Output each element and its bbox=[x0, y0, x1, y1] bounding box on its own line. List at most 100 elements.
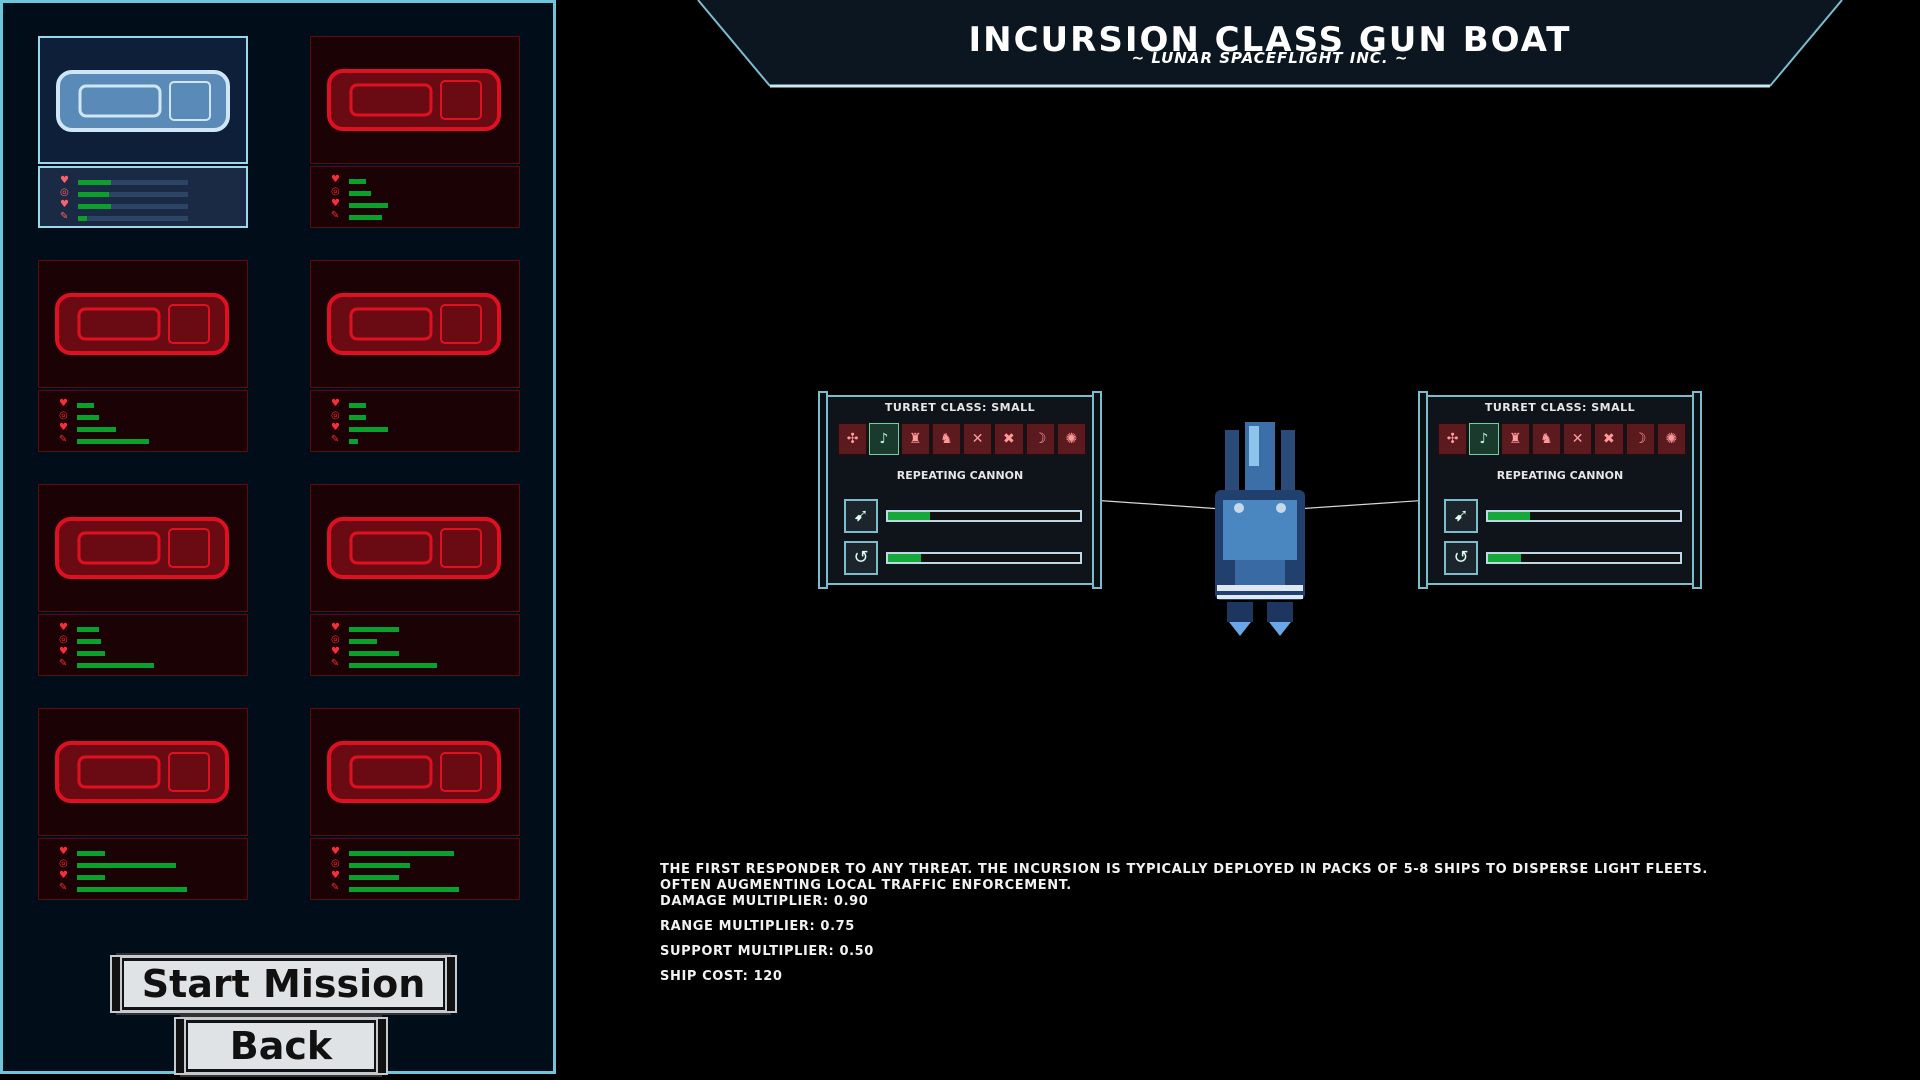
weapon-slot-row: ✣♪♜♞✕✖☽✺ bbox=[1438, 423, 1686, 455]
weapon-slot-4-icon[interactable]: ♞ bbox=[1531, 423, 1561, 455]
ship-card-stats: ♥◎♥✎ bbox=[38, 166, 248, 228]
weapon-slot-4-icon[interactable]: ♞ bbox=[931, 423, 961, 455]
ship-card-1[interactable]: ♥◎♥✎ bbox=[38, 36, 248, 228]
ship-header: INCURSION CLASS GUN BOAT ~ LUNAR SPACEFL… bbox=[700, 0, 1840, 90]
range-multiplier: RANGE MULTIPLIER: 0.75 bbox=[660, 919, 855, 934]
stat-track bbox=[78, 216, 188, 221]
stat-bar bbox=[349, 627, 399, 632]
ship-title: INCURSION CLASS GUN BOAT bbox=[968, 20, 1572, 60]
panel-edge-right bbox=[1692, 391, 1702, 589]
ship-silhouette bbox=[56, 70, 230, 132]
weapon-slot-7-icon[interactable]: ☽ bbox=[1025, 423, 1055, 455]
arrow-icon: ➹ bbox=[844, 499, 878, 533]
stat-bar bbox=[77, 851, 105, 856]
wrench-icon: ✎ bbox=[331, 658, 340, 669]
shield-icon: ◎ bbox=[59, 410, 68, 421]
ship-card-4[interactable]: ♥◎♥✎ bbox=[310, 260, 520, 452]
stat-track bbox=[78, 192, 188, 197]
ship-card-stats: ♥◎♥✎ bbox=[310, 614, 520, 676]
ship-card-3[interactable]: ♥◎♥✎ bbox=[38, 260, 248, 452]
heart-icon: ♥ bbox=[331, 646, 340, 657]
turret-stat-bar bbox=[886, 510, 1082, 522]
weapon-slot-5-icon[interactable]: ✕ bbox=[963, 423, 993, 455]
ship-silhouette bbox=[327, 69, 501, 131]
stat-bar bbox=[77, 403, 94, 408]
stat-track bbox=[78, 204, 188, 209]
panel-edge-left bbox=[818, 391, 828, 589]
panel-edge-right bbox=[1092, 391, 1102, 589]
health-icon: ♥ bbox=[331, 174, 340, 185]
weapon-slot-3-icon[interactable]: ♜ bbox=[1500, 423, 1530, 455]
stat-bar bbox=[77, 427, 116, 432]
ship-silhouette bbox=[55, 741, 229, 803]
weapon-slot-2-icon[interactable]: ♪ bbox=[869, 423, 899, 455]
weapon-slot-3-icon[interactable]: ♜ bbox=[900, 423, 930, 455]
ship-silhouette bbox=[55, 293, 229, 355]
wrench-icon: ✎ bbox=[59, 658, 68, 669]
ship-selection-panel: ♥◎♥✎♥◎♥✎♥◎♥✎♥◎♥✎♥◎♥✎♥◎♥✎♥◎♥✎♥◎♥✎ Start M… bbox=[0, 0, 556, 1075]
weapon-slot-row: ✣♪♜♞✕✖☽✺ bbox=[838, 423, 1086, 455]
ship-card-image bbox=[310, 36, 520, 164]
ship-silhouette bbox=[327, 293, 501, 355]
start-mission-button[interactable]: Start Mission bbox=[110, 955, 457, 1013]
damage-multiplier: DAMAGE MULTIPLIER: 0.90 bbox=[660, 894, 869, 909]
weapon-slot-2-icon[interactable]: ♪ bbox=[1469, 423, 1499, 455]
weapon-slot-6-icon[interactable]: ✖ bbox=[1594, 423, 1624, 455]
ship-description: THE FIRST RESPONDER TO ANY THREAT. THE I… bbox=[660, 862, 1910, 985]
shield-icon: ◎ bbox=[60, 187, 69, 198]
stat-bar bbox=[349, 203, 388, 208]
cycle-icon: ↺ bbox=[844, 541, 878, 575]
wrench-icon: ✎ bbox=[59, 882, 68, 893]
ship-card-image bbox=[38, 260, 248, 388]
health-icon: ♥ bbox=[59, 622, 68, 633]
heart-icon: ♥ bbox=[331, 198, 340, 209]
weapon-name: REPEATING CANNON bbox=[896, 469, 1024, 482]
description-line-1: THE FIRST RESPONDER TO ANY THREAT. THE I… bbox=[660, 862, 1708, 877]
cycle-icon: ↺ bbox=[1444, 541, 1478, 575]
health-icon: ♥ bbox=[331, 398, 340, 409]
back-button[interactable]: Back bbox=[174, 1017, 388, 1075]
weapon-slot-5-icon[interactable]: ✕ bbox=[1563, 423, 1593, 455]
weapon-slot-6-icon[interactable]: ✖ bbox=[994, 423, 1024, 455]
ship-card-image bbox=[310, 484, 520, 612]
turret-stat-fill bbox=[888, 554, 921, 562]
stat-bar bbox=[349, 851, 454, 856]
ship-card-8[interactable]: ♥◎♥✎ bbox=[310, 708, 520, 900]
wrench-icon: ✎ bbox=[331, 434, 340, 445]
stat-bar bbox=[349, 663, 437, 668]
weapon-slot-8-icon[interactable]: ✺ bbox=[1056, 423, 1086, 455]
ship-manufacturer: ~ LUNAR SPACEFLIGHT INC. ~ bbox=[1131, 49, 1409, 67]
stat-bar bbox=[349, 863, 410, 868]
weapon-slot-8-icon[interactable]: ✺ bbox=[1656, 423, 1686, 455]
health-icon: ♥ bbox=[331, 622, 340, 633]
ship-card-stats: ♥◎♥✎ bbox=[310, 390, 520, 452]
ship-card-5[interactable]: ♥◎♥✎ bbox=[38, 484, 248, 676]
stat-bar bbox=[77, 863, 176, 868]
weapon-slot-1-icon[interactable]: ✣ bbox=[838, 423, 868, 455]
stat-bar bbox=[77, 663, 154, 668]
shield-icon: ◎ bbox=[331, 858, 340, 869]
weapon-slot-7-icon[interactable]: ☽ bbox=[1625, 423, 1655, 455]
stat-bar bbox=[78, 180, 111, 185]
stat-bar bbox=[349, 403, 366, 408]
heart-icon: ♥ bbox=[60, 199, 69, 210]
weapon-slot-1-icon[interactable]: ✣ bbox=[1438, 423, 1468, 455]
ship-card-6[interactable]: ♥◎♥✎ bbox=[310, 484, 520, 676]
ship-card-2[interactable]: ♥◎♥✎ bbox=[310, 36, 520, 228]
stat-bar bbox=[77, 439, 149, 444]
shield-icon: ◎ bbox=[331, 634, 340, 645]
stat-bar bbox=[77, 651, 105, 656]
start-mission-label: Start Mission bbox=[141, 962, 426, 1006]
shield-icon: ◎ bbox=[59, 634, 68, 645]
stat-bar bbox=[349, 427, 388, 432]
ship-card-7[interactable]: ♥◎♥✎ bbox=[38, 708, 248, 900]
heart-icon: ♥ bbox=[331, 870, 340, 881]
stat-bar bbox=[349, 415, 366, 420]
health-icon: ♥ bbox=[331, 846, 340, 857]
heart-icon: ♥ bbox=[331, 422, 340, 433]
stat-bar bbox=[78, 216, 87, 221]
ship-silhouette bbox=[55, 517, 229, 579]
stat-bar bbox=[349, 215, 382, 220]
turret-stat-bar bbox=[1486, 510, 1682, 522]
back-label: Back bbox=[229, 1024, 333, 1068]
